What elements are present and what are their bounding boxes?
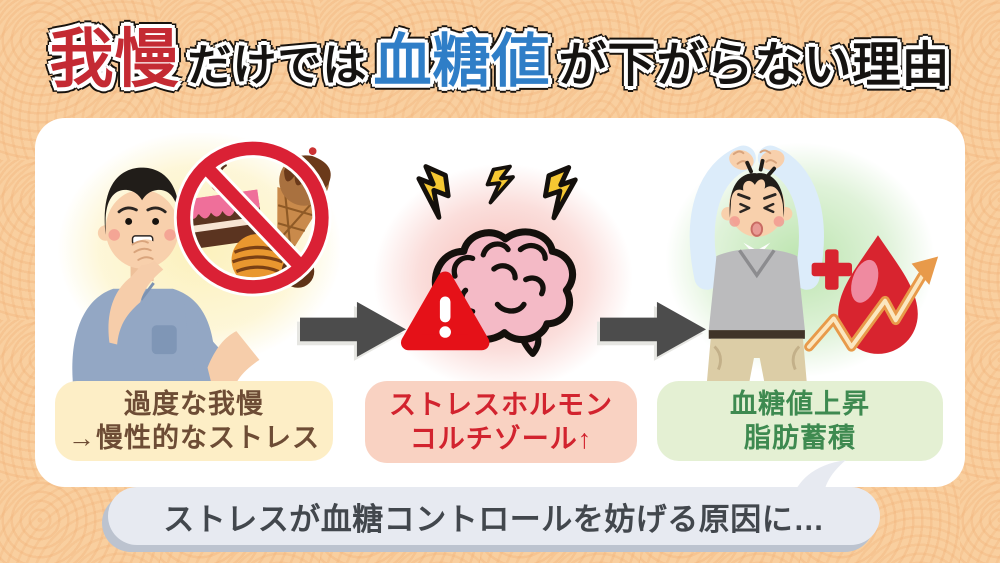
blood-sugar-label: 血糖値上昇 脂肪蓄積 [657, 381, 943, 461]
right-arrow-icon [300, 298, 408, 362]
medical-cross-icon [811, 249, 853, 290]
stressed-man [689, 145, 824, 383]
panel-excessive-restraint [50, 133, 340, 383]
content-card: 過度な我慢 →慢性的なストレス ストレスホルモン コルチゾール↑ 血糖値上昇 脂… [35, 118, 965, 487]
man-resisting-sweets-illustration [57, 133, 340, 383]
page-title: 我慢 だけでは 血糖値 が下がらない理由 [0, 23, 1000, 95]
blood-sugar-label-line2: 脂肪蓄積 [744, 423, 856, 453]
title-middle-text: だけでは [187, 41, 368, 90]
panel-stress-hormone [355, 133, 645, 383]
cortisol-label-line1: ストレスホルモン [389, 390, 613, 420]
prohibition-icon [173, 138, 332, 297]
cortisol-label: ストレスホルモン コルチゾール↑ [365, 381, 637, 463]
cortisol-label-line2: コルチゾール↑ [409, 424, 593, 454]
restraint-label-line1: 過度な我慢 [124, 389, 264, 419]
restraint-label: 過度な我慢 →慢性的なストレス [55, 381, 333, 461]
speech-bubble: ストレスが血糖コントロールを妨げる原因に… [108, 487, 880, 545]
title-suffix-text: が下がらない理由 [558, 38, 951, 92]
stressed-man-illustration [665, 142, 939, 383]
title-keyword-gaman: 我慢 [49, 23, 180, 95]
title-keyword-kettochi: 血糖値 [373, 29, 551, 95]
right-arrow-icon [600, 298, 708, 362]
speech-bubble-text: ストレスが血糖コントロールを妨げる原因に… [163, 501, 825, 537]
warning-icon [400, 271, 490, 351]
restraint-label-line2: →慢性的なストレス [68, 423, 320, 453]
rising-arrow-icon [804, 256, 939, 352]
blood-sugar-label-line1: 血糖値上昇 [730, 389, 870, 419]
blood-drop-icon [804, 235, 939, 354]
lightning-icon [416, 164, 578, 221]
panel-blood-sugar-rise [655, 133, 950, 383]
brain-stress-illustration [373, 163, 633, 383]
